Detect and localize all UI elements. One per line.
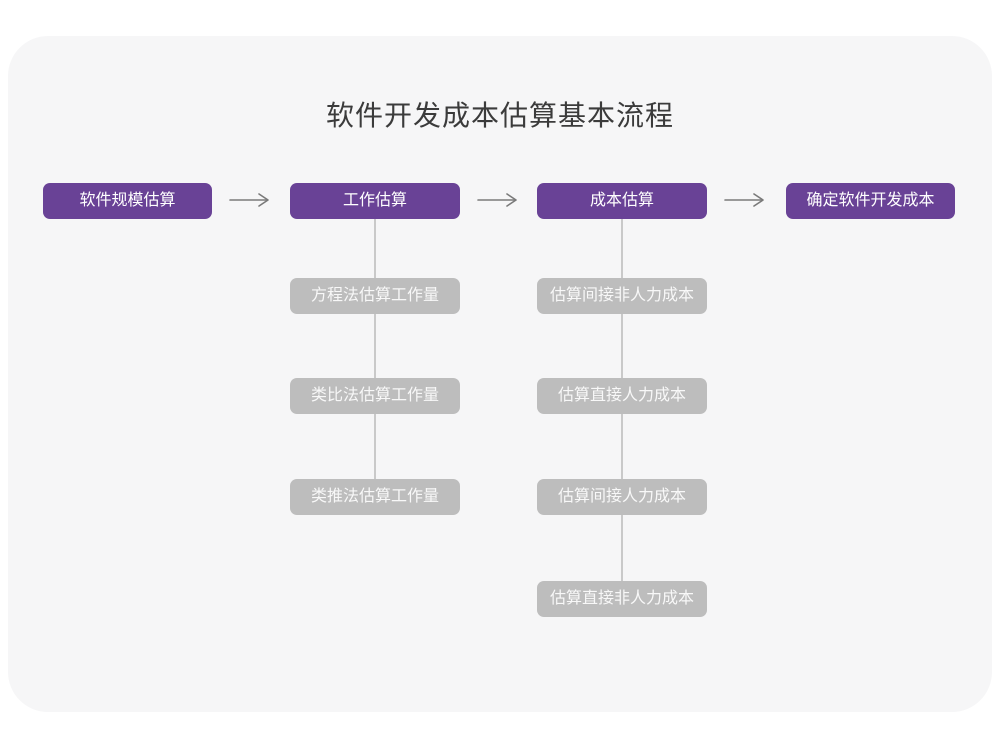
flow-arrow-2-icon [477,193,517,207]
substep-node-label: 估算直接人力成本 [557,387,686,404]
substep-node-label: 类比法估算工作量 [310,387,439,404]
substep-node-label: 方程法估算工作量 [310,287,439,304]
stage-node-label: 软件规模估算 [79,192,176,209]
stage-node-determine-dev-cost: 确定软件开发成本 [786,183,955,219]
stage-node-label: 成本估算 [589,192,654,209]
stage-node-cost-estimation: 成本估算 [537,183,707,219]
substep-node-indirect-nonlabor-cost: 估算间接非人力成本 [537,278,707,314]
stage-node-software-scale-estimation: 软件规模估算 [43,183,212,219]
stage-node-work-estimation: 工作估算 [290,183,460,219]
substep-node-label: 类推法估算工作量 [310,488,439,505]
substep-node-label: 估算间接人力成本 [557,488,686,505]
substep-node-direct-nonlabor-cost: 估算直接非人力成本 [537,581,707,617]
diagram-card [8,36,992,712]
substep-node-label: 估算直接非人力成本 [549,590,694,607]
diagram-title: 软件开发成本估算基本流程 [325,100,674,131]
stage-node-label: 工作估算 [342,192,407,209]
substep-node-analogy-method: 类比法估算工作量 [290,378,460,414]
substep-node-indirect-labor-cost: 估算间接人力成本 [537,479,707,515]
flow-arrow-1-icon [229,193,269,207]
stage-node-label: 确定软件开发成本 [806,192,935,209]
substep-node-direct-labor-cost: 估算直接人力成本 [537,378,707,414]
flow-arrow-3-icon [724,193,764,207]
substep-node-label: 估算间接非人力成本 [549,287,694,304]
substep-node-equation-method: 方程法估算工作量 [290,278,460,314]
connector-line-work-estimation [374,218,376,498]
substep-node-extrapolation-method: 类推法估算工作量 [290,479,460,515]
